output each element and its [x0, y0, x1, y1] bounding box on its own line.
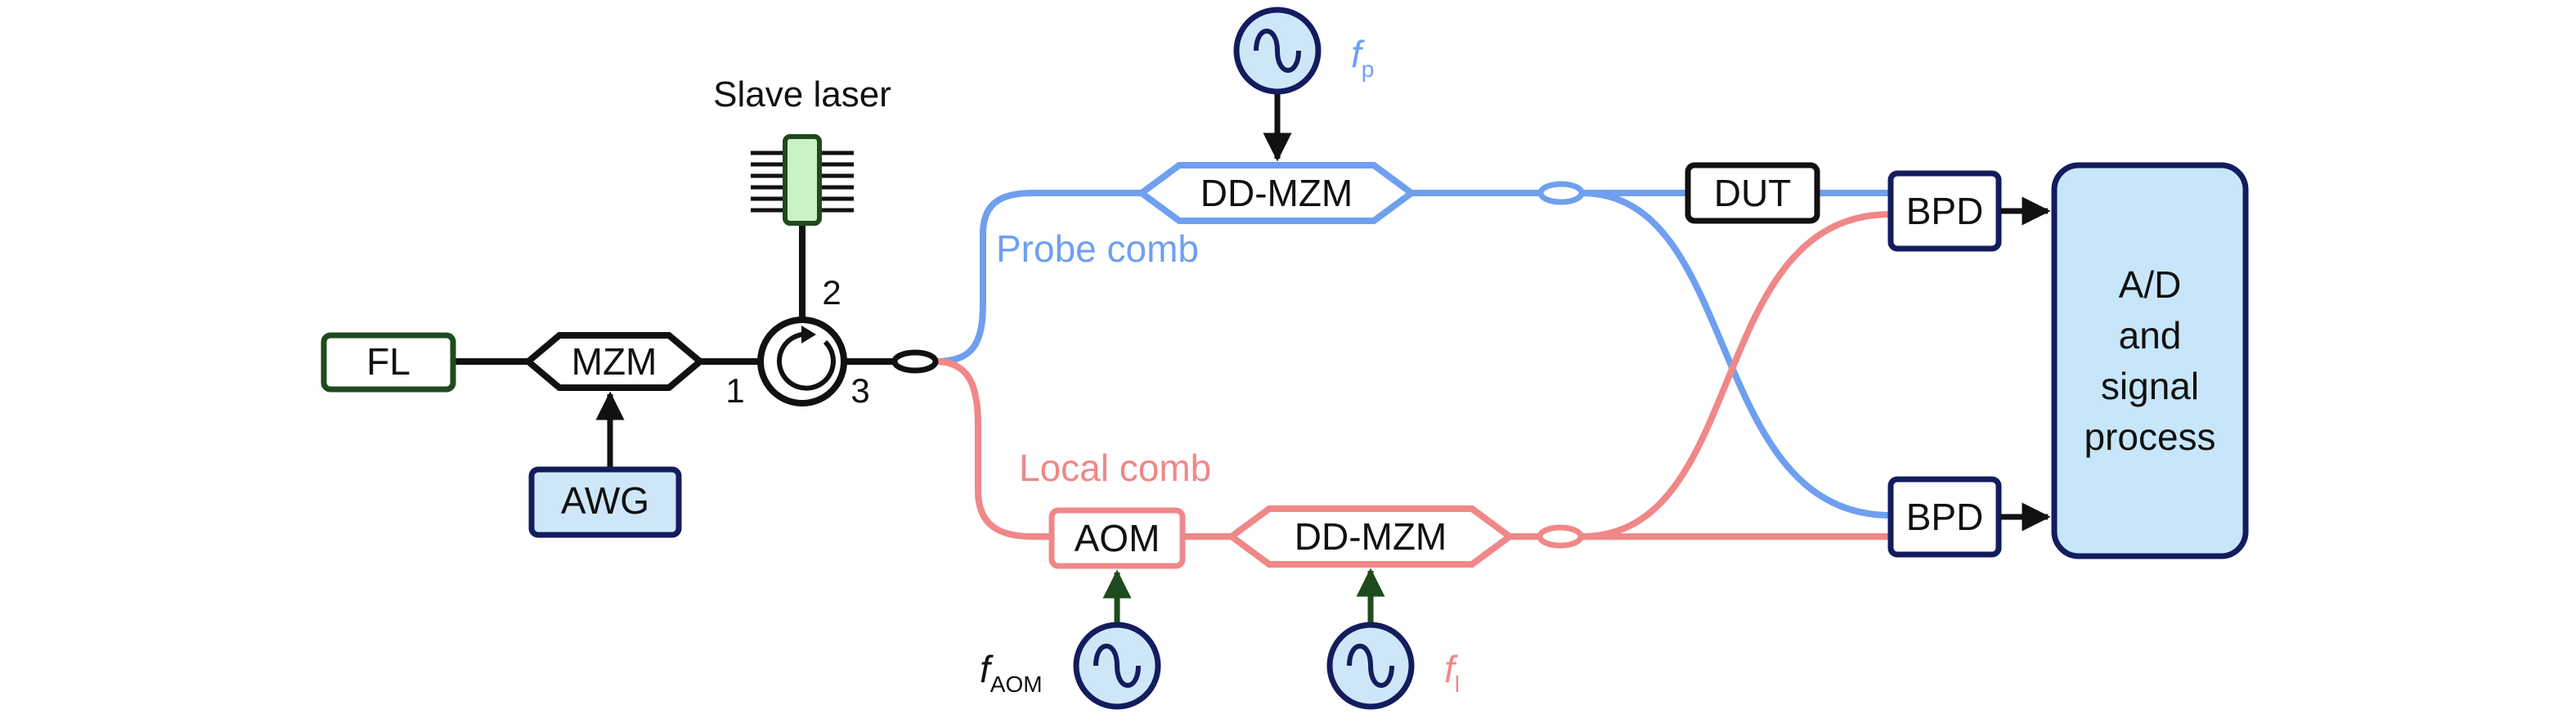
mzm-modulator: MZM — [523, 332, 706, 391]
rf-source-fp: fp — [1233, 7, 1374, 162]
probe-coupler — [1537, 181, 1585, 205]
adc-label-line-4: process — [2084, 415, 2215, 458]
adc-label-line-2: and — [2119, 314, 2182, 357]
mzm-label: MZM — [572, 340, 657, 383]
local-coupler — [1537, 524, 1584, 549]
rf-source-faom: fAOM — [980, 569, 1161, 710]
optical-circulator: 1 2 3 — [725, 273, 869, 410]
dd-mzm-local: DD-MZM — [1226, 505, 1515, 568]
slave-laser-pins — [751, 150, 854, 213]
dd-mzm-probe: DD-MZM — [1136, 162, 1417, 224]
fiber-laser: FL — [321, 332, 456, 393]
awg-label: AWG — [561, 479, 649, 522]
device-under-test: DUT — [1685, 162, 1820, 224]
rf-source-fl: fl — [1326, 568, 1460, 710]
dd-mzm-probe-label: DD-MZM — [1200, 172, 1353, 214]
bpd-bottom-label: BPD — [1906, 496, 1984, 538]
acousto-optic-modulator: AOM — [1048, 507, 1186, 569]
slave-laser-label: Slave laser — [713, 74, 891, 115]
balanced-photodetector-bottom: BPD — [1887, 476, 2051, 558]
probe-comb-label: Probe comb — [996, 227, 1199, 270]
probe-comb-path — [935, 190, 1892, 519]
comb-splitter-coupler — [891, 349, 939, 374]
bpd-top-label: BPD — [1906, 190, 1984, 232]
balanced-photodetector-top: BPD — [1887, 170, 2051, 252]
adc-label-line-1: A/D — [2119, 263, 2182, 306]
fiber-laser-label: FL — [366, 340, 411, 383]
dd-mzm-local-label: DD-MZM — [1295, 515, 1447, 558]
circulator-arrow-icon — [776, 332, 836, 391]
faom-label: fAOM — [980, 648, 1043, 697]
input-fiber-path — [453, 221, 895, 365]
sine-wave-icon — [1347, 644, 1394, 688]
circulator-port-3: 3 — [850, 371, 869, 410]
adc-label-line-3: signal — [2101, 365, 2199, 407]
slave-laser: Slave laser — [713, 74, 891, 226]
arbitrary-waveform-generator: AWG — [528, 391, 682, 538]
circulator-port-1: 1 — [725, 371, 744, 410]
fl-label: fl — [1444, 648, 1460, 697]
sine-wave-icon — [1093, 644, 1141, 688]
circulator-port-2: 2 — [822, 273, 841, 312]
dut-label: DUT — [1714, 172, 1792, 214]
sine-wave-icon — [1254, 29, 1301, 73]
aom-label: AOM — [1075, 517, 1160, 559]
local-comb-label: Local comb — [1019, 447, 1211, 489]
ad-signal-processing-unit: A/D and signal process — [2051, 162, 2249, 559]
fp-label: fp — [1351, 33, 1374, 82]
